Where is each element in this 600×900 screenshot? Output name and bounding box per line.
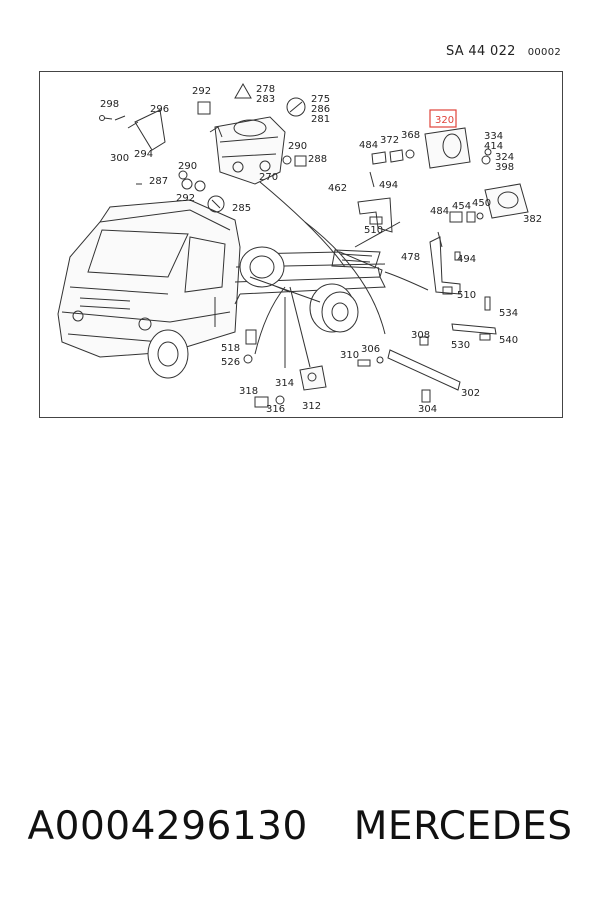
callout-334: 334 — [484, 131, 503, 142]
callout-286: 286 — [311, 104, 330, 115]
callout-288: 288 — [308, 154, 327, 165]
callout-414: 414 — [484, 141, 503, 152]
callout-283: 283 — [256, 94, 275, 105]
part-number: A0004296130 — [27, 804, 308, 849]
callout-318: 318 — [239, 386, 258, 397]
callout-285: 285 — [232, 203, 251, 214]
callout-312: 312 — [302, 401, 321, 412]
callout-292-bottom: 292 — [176, 193, 195, 204]
callout-281: 281 — [311, 114, 330, 125]
diagram-group-code: SA 44 022 00002 — [446, 44, 561, 59]
pointer-lines — [254, 181, 429, 368]
callout-494-mid: 494 — [457, 254, 476, 265]
callout-398: 398 — [495, 162, 514, 173]
part-footer: A0004296130 MERCEDES — [0, 804, 600, 849]
callout-320: 320 — [435, 115, 454, 126]
callout-450: 450 — [472, 198, 491, 209]
callout-462: 462 — [328, 183, 347, 194]
callout-270: 270 — [259, 172, 278, 183]
callout-382: 382 — [523, 214, 542, 225]
fittings-left-drawing — [99, 82, 307, 213]
callout-278: 278 — [256, 84, 275, 95]
callout-290-mid: 290 — [178, 161, 197, 172]
air-compressor-drawing — [209, 116, 286, 185]
callout-316: 316 — [266, 404, 285, 415]
callout-478: 478 — [401, 252, 420, 263]
callout-306: 306 — [361, 344, 380, 355]
parts-diagram: 298 296 300 294 292 278 283 275 286 281 … — [57, 82, 542, 415]
callout-324: 324 — [495, 152, 514, 163]
callout-308: 308 — [411, 330, 430, 341]
callout-368: 368 — [401, 130, 420, 141]
callout-287: 287 — [149, 176, 168, 187]
callout-534: 534 — [499, 308, 518, 319]
callout-372: 372 — [380, 135, 399, 146]
brand-name: MERCEDES — [353, 804, 573, 849]
callout-518: 518 — [221, 343, 240, 354]
callout-314: 314 — [275, 378, 294, 389]
callout-298: 298 — [100, 99, 119, 110]
callout-510-mid: 510 — [457, 290, 476, 301]
callout-310: 310 — [340, 350, 359, 361]
callout-494-top: 494 — [379, 180, 398, 191]
callout-labels: 298 296 300 294 292 278 283 275 286 281 … — [100, 84, 542, 415]
callout-526: 526 — [221, 357, 240, 368]
group-code-text: SA 44 022 — [446, 44, 516, 59]
truck-cab-drawing — [57, 199, 241, 379]
chassis-frame-drawing — [234, 246, 386, 333]
callout-454: 454 — [452, 201, 471, 212]
callout-484-mid: 484 — [430, 206, 449, 217]
callout-302: 302 — [461, 388, 480, 399]
callout-290-right: 290 — [288, 141, 307, 152]
callout-292-top: 292 — [192, 86, 211, 97]
callout-530: 530 — [451, 340, 470, 351]
sheet-code-text: 00002 — [527, 47, 562, 58]
parts-diagram-frame: 298 296 300 294 292 278 283 275 286 281 … — [39, 71, 563, 418]
callout-484-top: 484 — [359, 140, 378, 151]
callout-296: 296 — [150, 104, 169, 115]
callout-540: 540 — [499, 335, 518, 346]
highlight-box-320 — [429, 109, 457, 128]
valve-assembly-right-drawing — [243, 127, 529, 408]
callout-275: 275 — [311, 94, 330, 105]
callout-294: 294 — [134, 149, 153, 160]
callout-304: 304 — [418, 404, 437, 415]
callout-300: 300 — [110, 153, 129, 164]
callout-510-top: 510 — [364, 225, 383, 236]
